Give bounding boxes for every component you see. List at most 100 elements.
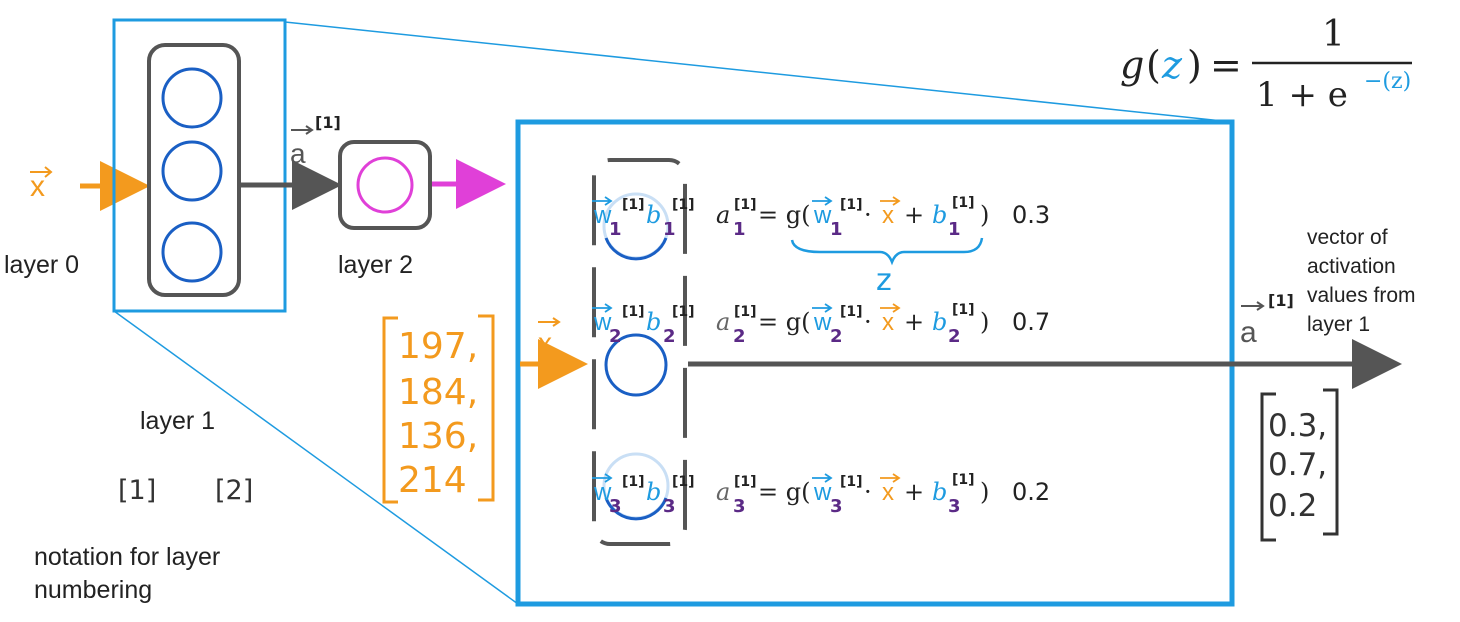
row1-w-subscript: 1 [609,219,622,240]
row2-inner-w-subscript: 2 [830,326,843,347]
vector-arrow-icon [880,303,901,313]
row1-w-superscript: [1] [622,197,645,213]
neuron-column-box [592,158,687,546]
row1-w-symbol: w [593,202,612,229]
row3-close-paren: ) [980,478,989,506]
row2-w-symbol: w [593,309,612,336]
sigmoid-open-paren: ( [1146,43,1161,87]
row1-a-superscript: [1] [734,197,757,213]
zoom-line-top [284,21,1233,123]
layer1-neuron-2 [161,140,223,202]
input-value-1: 197, [398,326,478,367]
sigmoid-z: z [1161,43,1183,87]
notation-example-2: [2] [215,475,253,506]
superscript-layer-1: [1] [1268,291,1294,310]
output-caption-line2: activation [1307,255,1396,278]
row3-b-superscript: [1] [672,474,695,490]
input-x-symbol: x [538,327,552,358]
z-brace: z [790,237,984,298]
row2-b-superscript: [1] [672,304,695,320]
vector-arrow-icon [880,196,901,206]
layer1-label: layer 1 [140,407,215,435]
row1-plus: + [904,201,924,229]
output-caption-line1: vector of [1307,226,1388,249]
neuron-3-arc [604,497,668,521]
row3-a-symbol: a [716,478,730,506]
row2-plus: + [904,308,924,336]
output-caption-line4: layer 1 [1307,313,1370,336]
row1-equals-g: = g( [758,201,810,229]
layer1-highlight-box [112,18,287,313]
output-vector-right-bracket [1323,388,1339,536]
row3-w-symbol: w [593,479,612,506]
row1-close-paren: ) [980,201,989,229]
row2-inner-w-superscript: [1] [840,304,863,320]
row1-inner-w-superscript: [1] [840,197,863,213]
vector-arrow-icon [812,303,833,313]
neuron-column [592,158,687,546]
row2-inner-x: x [882,309,894,336]
input-vector-right-bracket [478,314,495,502]
activation-a1-label: a [1] [290,113,341,169]
row1-inner-b-subscript: 1 [948,219,961,240]
input-value-3: 136, [398,416,478,457]
row3-inner-w-superscript: [1] [840,474,863,490]
sigmoid-exponent: −(z) [1364,69,1411,94]
row2-b-subscript: 2 [663,326,676,347]
layer1-overview [147,43,241,297]
activation-a-symbol: a [290,138,306,169]
vector-arrow-icon [538,317,561,327]
row2-dot: · [864,308,872,336]
row3-b-subscript: 3 [663,496,676,517]
row1-inner-b-superscript: [1] [952,195,975,211]
row2-inner-b-superscript: [1] [952,302,975,318]
row3-activation-value: 0.2 [1012,478,1050,506]
row2-close-paren: ) [980,308,989,336]
row1-a-subscript: 1 [733,219,746,240]
row1-a-symbol: a [716,201,730,229]
z-brace-label: z [876,263,892,298]
row3-inner-b-subscript: 3 [948,496,961,517]
output-caption: vector of activation values from layer 1 [1307,226,1416,336]
row3-dot: · [864,478,872,506]
layer0-label: layer 0 [4,251,79,279]
output-caption-line3: values from [1307,284,1416,307]
row3-inner-w: w [813,479,832,506]
vector-arrow-icon [592,196,613,206]
zoom-line-bottom [113,310,519,605]
row2-inner-b: b [932,308,947,336]
row2-w-superscript: [1] [622,304,645,320]
row3-inner-w-subscript: 3 [830,496,843,517]
layer1-box [147,43,241,297]
vector-arrow-icon [812,473,833,483]
neuron-1-arc [604,237,668,261]
output-vector: 0.3, 0.7, 0.2 [1260,388,1339,542]
layer2-overview [338,140,506,230]
row3-plus: + [904,478,924,506]
input-x-zoomed: x [520,317,588,389]
vector-arrow-icon [291,125,314,135]
input-vector-left-bracket [382,316,398,504]
row1-b-subscript: 1 [663,219,676,240]
notation-example-1: [1] [118,475,156,506]
vector-arrow-icon [1241,301,1265,311]
layer1-neuron-3 [161,221,223,283]
row3-b-symbol: b [646,478,661,506]
row1-b-superscript: [1] [672,197,695,213]
output-value-2: 0.7, [1268,447,1327,483]
input-x-symbol: x [30,170,45,203]
row2-a-subscript: 2 [733,326,746,347]
output-activation: a [1] [1240,291,1294,349]
activation-a-symbol: a [1240,316,1257,349]
input-value-4: 214 [398,460,467,501]
row1-dot: · [864,201,872,229]
output-value-1: 0.3, [1268,408,1327,444]
layer2-neuron [356,156,414,214]
row3-inner-x: x [882,479,894,506]
neuron-formula-rows: w1[1]b1[1]a1[1]= g(w1[1]·x+b1[1])0.3w2[1… [592,195,1050,517]
row1-inner-w: w [813,202,832,229]
row2-w-subscript: 2 [609,326,622,347]
notation-caption-line1: notation for layer [34,543,220,571]
sigmoid-close-paren: ) [1187,43,1202,87]
sigmoid-numerator: 1 [1322,14,1345,55]
